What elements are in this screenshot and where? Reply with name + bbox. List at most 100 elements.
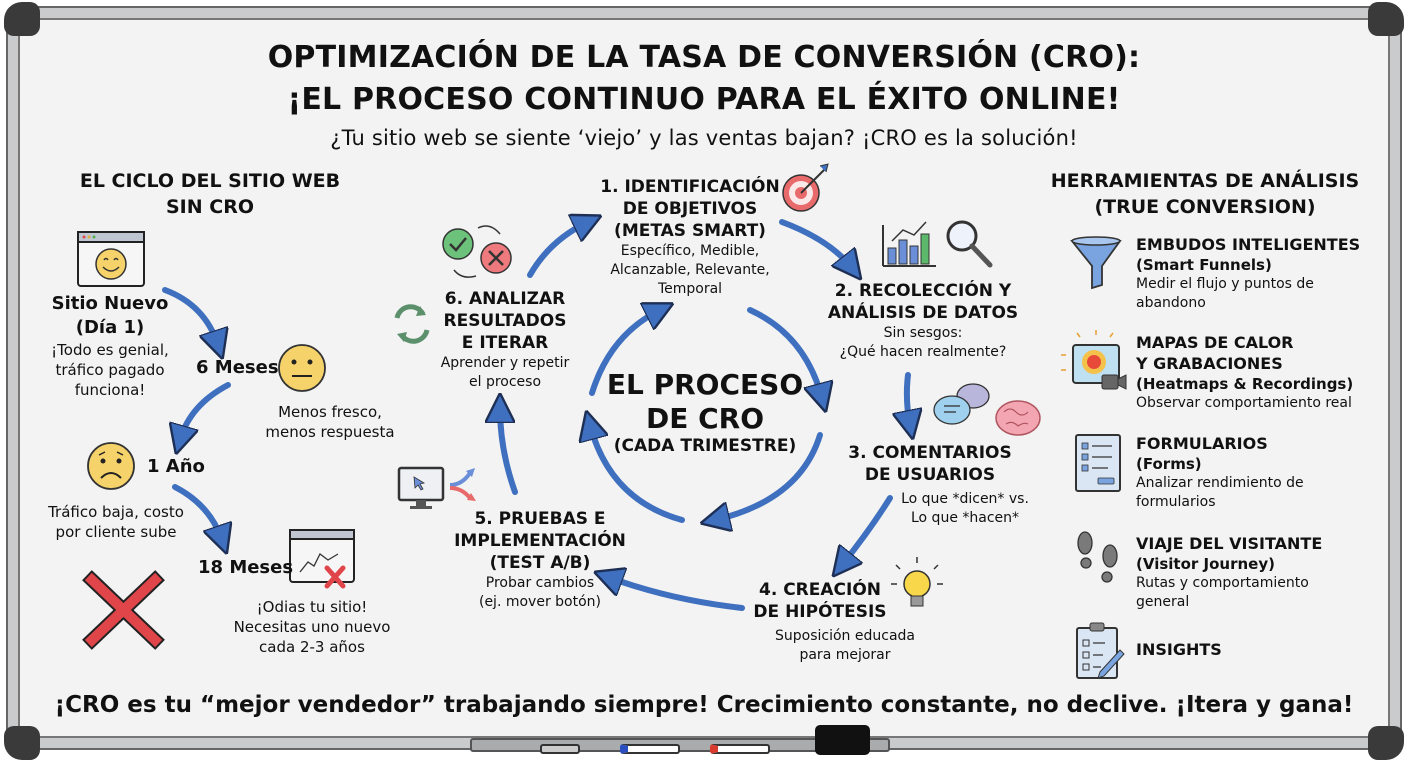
stage-label: Sitio Nuevo bbox=[51, 293, 169, 314]
frame-corner-bottom-left bbox=[4, 726, 40, 760]
step-title: IMPLEMENTACIÓN bbox=[454, 531, 626, 551]
step-3-desc: Lo que *dicen* vs. Lo que *hacen* bbox=[890, 490, 1040, 528]
tool-smart-funnels: EMBUDOS INTELIGENTES (Smart Funnels) Med… bbox=[1136, 234, 1386, 313]
left-panel-heading: EL CICLO DEL SITIO WEB SIN CRO bbox=[40, 168, 380, 220]
left-heading-line2: SIN CRO bbox=[166, 196, 254, 218]
step-title: DE USUARIOS bbox=[864, 465, 996, 485]
stage-desc: Tráfico baja, costo bbox=[48, 503, 184, 521]
stage-18-months-desc: ¡Odias tu sitio! Necesitas uno nuevo cad… bbox=[222, 597, 402, 657]
step-title: 6. ANALIZAR bbox=[444, 289, 566, 309]
stage-label: (Día 1) bbox=[75, 317, 145, 338]
tool-subtitle: (Smart Funnels) bbox=[1136, 256, 1272, 274]
step-desc: para mejorar bbox=[799, 647, 891, 663]
marker-red bbox=[710, 744, 770, 754]
tool-desc: Rutas y comportamiento bbox=[1136, 575, 1309, 591]
stage-1-year-desc: Tráfico baja, costo por cliente sube bbox=[36, 502, 196, 542]
tool-desc: Observar comportamiento real bbox=[1136, 395, 1352, 411]
marker-blue bbox=[620, 744, 680, 754]
step-desc: Lo que *dicen* vs. bbox=[901, 491, 1029, 507]
marker-gray bbox=[540, 744, 580, 754]
tool-subtitle: (Visitor Journey) bbox=[1136, 555, 1275, 573]
step-3-feedback: 3. COMENTARIOS DE USUARIOS bbox=[840, 442, 1020, 486]
stage-desc: cada 2-3 años bbox=[259, 638, 365, 656]
stage-desc: menos respuesta bbox=[265, 423, 395, 441]
step-title: DE OBJETIVOS bbox=[622, 199, 758, 219]
footer-message: ¡CRO es tu “mejor vendedor” trabajando s… bbox=[54, 692, 1354, 718]
step-4-desc: Suposición educada para mejorar bbox=[760, 627, 930, 665]
step-title: 1. IDENTIFICACIÓN bbox=[600, 177, 780, 197]
stage-desc: Menos fresco, bbox=[278, 403, 382, 421]
step-title: 3. COMENTARIOS bbox=[848, 443, 1012, 463]
stage-desc: por cliente sube bbox=[55, 523, 177, 541]
tool-desc: Analizar rendimiento de bbox=[1136, 475, 1304, 491]
cycle-center: EL PROCESO DE CRO (CADA TRIMESTRE) bbox=[590, 368, 820, 456]
frame-corner-bottom-right bbox=[1368, 726, 1404, 760]
step-desc: Sin sesgos: bbox=[883, 325, 963, 341]
stage-desc: ¡Odias tu sitio! bbox=[256, 598, 368, 616]
step-title: DE HIPÓTESIS bbox=[753, 602, 887, 622]
step-title: (METAS SMART) bbox=[614, 221, 766, 241]
step-4-hypothesis: 4. CREACIÓN DE HIPÓTESIS bbox=[740, 579, 900, 623]
frame-corner-top-left bbox=[4, 2, 40, 36]
tool-desc: abandono bbox=[1136, 295, 1206, 311]
main-title-line2: ¡EL PROCESO CONTINUO PARA EL ÉXITO ONLIN… bbox=[287, 82, 1121, 117]
tool-forms: FORMULARIOS (Forms) Analizar rendimiento… bbox=[1136, 433, 1386, 512]
right-heading-line1: HERRAMIENTAS DE ANÁLISIS bbox=[1050, 170, 1360, 192]
step-desc: Aprender y repetir bbox=[440, 355, 570, 371]
stage-desc: ¡Todo es genial, bbox=[51, 341, 169, 359]
tool-desc: Medir el flujo y puntos de bbox=[1136, 276, 1314, 292]
step-desc: Suposición educada bbox=[775, 628, 915, 644]
step-title: 4. CREACIÓN bbox=[758, 580, 882, 600]
cycle-center-line1: EL PROCESO bbox=[606, 368, 804, 401]
left-heading-line1: EL CICLO DEL SITIO WEB bbox=[79, 170, 341, 192]
tool-title: VIAJE DEL VISITANTE bbox=[1136, 534, 1323, 553]
cycle-center-sub: (CADA TRIMESTRE) bbox=[613, 436, 797, 456]
step-title: (TEST A/B) bbox=[489, 553, 591, 573]
step-desc: Específico, Medible, bbox=[620, 243, 760, 259]
step-desc: el proceso bbox=[468, 374, 542, 390]
step-desc: Alcanzable, Relevante, bbox=[610, 262, 770, 278]
tool-desc: formularios bbox=[1136, 494, 1216, 510]
subtitle: ¿Tu sitio web se siente ‘viejo’ y las ve… bbox=[330, 126, 1078, 150]
stage-desc: Necesitas uno nuevo bbox=[233, 618, 391, 636]
tool-title: MAPAS DE CALOR bbox=[1136, 333, 1294, 352]
step-2-data: 2. RECOLECCIÓN Y ANÁLISIS DE DATOS Sin s… bbox=[818, 280, 1028, 362]
step-title: E ITERAR bbox=[461, 333, 549, 353]
step-desc: Lo que *hacen* bbox=[910, 510, 1020, 526]
step-6-iterate: 6. ANALIZAR RESULTADOS E ITERAR Aprender… bbox=[420, 288, 590, 392]
stage-1-year-label: 1 Año bbox=[147, 456, 205, 477]
stage-desc: tráfico pagado bbox=[55, 361, 165, 379]
frame-corner-top-right bbox=[1368, 2, 1404, 36]
stage-new-site: Sitio Nuevo (Día 1) ¡Todo es genial, trá… bbox=[40, 292, 180, 400]
step-desc: Probar cambios bbox=[485, 575, 595, 591]
tool-title: INSIGHTS bbox=[1136, 640, 1222, 659]
tool-title: FORMULARIOS bbox=[1136, 434, 1268, 453]
step-desc: (ej. mover botón) bbox=[478, 594, 601, 610]
stage-6-months-label: 6 Meses bbox=[196, 357, 279, 378]
step-1-goals: 1. IDENTIFICACIÓN DE OBJETIVOS (METAS SM… bbox=[595, 176, 785, 299]
tool-title: EMBUDOS INTELIGENTES bbox=[1136, 235, 1361, 254]
tool-desc: general bbox=[1136, 594, 1190, 610]
step-title: 5. PRUEBAS E bbox=[474, 509, 606, 529]
tool-insights: INSIGHTS bbox=[1136, 639, 1386, 660]
tool-subtitle: (Heatmaps & Recordings) bbox=[1136, 375, 1354, 393]
stage-desc: funciona! bbox=[74, 381, 146, 399]
tool-visitor-journey: VIAJE DEL VISITANTE (Visitor Journey) Ru… bbox=[1136, 533, 1386, 612]
right-heading-line2: (TRUE CONVERSION) bbox=[1094, 196, 1316, 218]
main-title-line1: OPTIMIZACIÓN DE LA TASA DE CONVERSIÓN (C… bbox=[267, 40, 1141, 75]
step-desc: Temporal bbox=[657, 281, 723, 297]
tool-title: Y GRABACIONES bbox=[1136, 354, 1283, 373]
step-title: 2. RECOLECCIÓN Y bbox=[834, 281, 1012, 301]
whiteboard bbox=[8, 8, 1400, 748]
stage-6-months-desc: Menos fresco, menos respuesta bbox=[250, 402, 410, 442]
step-desc: ¿Qué hacen realmente? bbox=[839, 344, 1007, 360]
step-title: ANÁLISIS DE DATOS bbox=[827, 303, 1019, 323]
step-5-testing: 5. PRUEBAS E IMPLEMENTACIÓN (TEST A/B) P… bbox=[440, 508, 640, 612]
stage-18-months-label: 18 Meses bbox=[198, 557, 294, 578]
tool-subtitle: (Forms) bbox=[1136, 455, 1202, 473]
right-panel-heading: HERRAMIENTAS DE ANÁLISIS (TRUE CONVERSIO… bbox=[1035, 168, 1375, 220]
tool-heatmaps: MAPAS DE CALOR Y GRABACIONES (Heatmaps &… bbox=[1136, 332, 1386, 413]
cycle-center-line2: DE CRO bbox=[645, 402, 765, 435]
eraser bbox=[815, 725, 870, 755]
step-title: RESULTADOS bbox=[443, 311, 567, 331]
